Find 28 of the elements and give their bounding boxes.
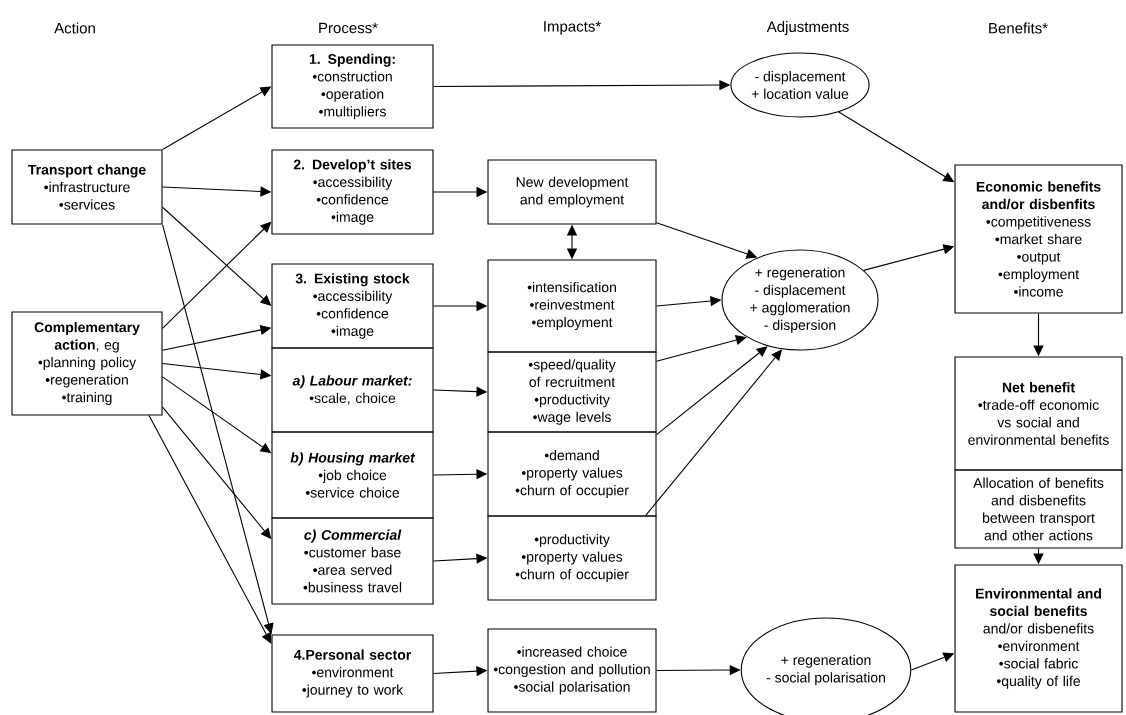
impact-box: •intensification •reinvestment •employment	[487, 259, 657, 353]
arrow	[656, 335, 747, 362]
action-box: Complementary action, eg •planning policy •regeneration •training	[11, 311, 163, 416]
arrow	[162, 206, 272, 306]
action-box: Transport change •infrastructure •services	[11, 149, 163, 225]
process-box: 1. Spending: •construction •operation •multipliers	[271, 44, 434, 129]
column-heading: Adjustments	[766, 21, 849, 35]
benefit-box: Net benefit •trade-off economic vs social and environmental benefits	[954, 356, 1123, 471]
benefit-box: Environmental and social benefits and/or disbenefits •environment •social fabric •quality of life	[954, 564, 1123, 713]
process-box: c) Commercial •customer base •area served •business travel	[271, 517, 434, 605]
process-box: 3. Existing stock •accessibility •confidence •image	[271, 263, 434, 349]
process-box: b) Housing market •job choice •service choice	[271, 431, 434, 519]
process-box: 4.Personal sector •environment •journey to work	[271, 634, 434, 713]
impact-box: •productivity •property values •churn of occupier	[487, 515, 657, 601]
impact-box: New development and employment	[487, 159, 657, 225]
impact-box: •speed/quality of recruitment •productivity •wage levels	[487, 351, 657, 433]
impact-box: •demand •property values •churn of occupier	[487, 431, 657, 517]
process-box: 2. Develop’t sites •accessibility •confidence •image	[271, 149, 434, 235]
column-heading: Benefits*	[989, 22, 1048, 34]
impact-box: •increased choice •congestion and pollution •social polarisation	[487, 628, 657, 713]
arrow	[162, 221, 272, 329]
benefit-box: Economic benefits and/or disbenfits •competitiveness •market share •output •employment •income	[954, 164, 1123, 314]
process-box: a) Labour market: •scale, choice	[271, 347, 434, 433]
column-heading: Impacts*	[544, 21, 601, 35]
arrow	[656, 346, 768, 436]
benefit-box: Allocation of benefits and disbenefits between transport and other actions	[954, 469, 1123, 549]
column-heading: Action	[54, 22, 95, 34]
arrow	[148, 415, 272, 644]
